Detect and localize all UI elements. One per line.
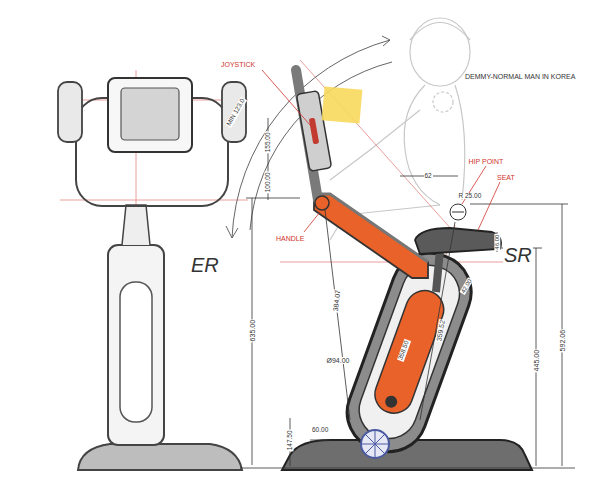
- side-view: [282, 70, 532, 470]
- view-mark: ER: [190, 255, 220, 276]
- dimension-text: Ø94.00: [326, 357, 351, 364]
- extension-line: [246, 198, 300, 199]
- construction-lines: [60, 60, 520, 470]
- part-callout: HANDLE: [275, 235, 305, 242]
- front-column: [108, 245, 164, 445]
- hip-point-circle: [450, 204, 466, 220]
- dummy-shoulder: [433, 92, 453, 112]
- joystick: [309, 118, 319, 145]
- sticky-note: [322, 86, 363, 123]
- dimension-text: 445.00: [533, 348, 540, 371]
- dimension-text: 147.50: [287, 429, 294, 451]
- wheel-spokes: [361, 430, 389, 458]
- front-base: [78, 444, 242, 470]
- front-console: [108, 78, 192, 152]
- dimension-text: 358.50: [397, 338, 411, 361]
- view-mark: SR: [503, 245, 533, 266]
- dimension-line: [325, 210, 350, 420]
- dimension-text: 42.00: [459, 277, 473, 295]
- dimension-text: R 25.00: [458, 193, 483, 200]
- dimension-text: 46.00: [494, 234, 500, 251]
- hip-point-cross: [452, 212, 464, 213]
- part-callout: SEAT: [496, 174, 516, 181]
- dimension-text: 359.52: [435, 318, 446, 342]
- handle-pivot: [315, 196, 329, 210]
- flywheel-cover: [370, 285, 449, 418]
- housing-panel: [351, 257, 467, 446]
- dimension-text: 384.07: [331, 288, 341, 312]
- seat-cushion: [415, 228, 501, 254]
- dimension-text: 635.00: [249, 318, 256, 341]
- dimension-text: 60.00: [311, 427, 329, 434]
- leader-line: [478, 182, 500, 230]
- front-grip: [58, 82, 82, 142]
- transport-wheel: [361, 430, 389, 458]
- leader-line: [304, 212, 320, 232]
- part-callout: JOYSTICK: [220, 61, 256, 68]
- dummy-figure: [330, 18, 470, 240]
- crank-hub: [383, 394, 398, 409]
- part-callout: HIP POINT: [468, 158, 505, 165]
- reach-arc: [250, 62, 392, 230]
- front-neck: [122, 205, 150, 245]
- arc-arrowhead: [382, 36, 390, 46]
- front-view: [58, 78, 246, 470]
- dummy-chest: [455, 85, 465, 200]
- frame-arm-highlight: [314, 194, 428, 262]
- front-grip: [222, 82, 246, 142]
- dimension-text: DEMMY-NORMAL MAN IN KOREA: [464, 73, 576, 80]
- frame-arm: [314, 194, 428, 278]
- leader-line: [262, 70, 310, 125]
- front-column-panel: [120, 282, 152, 422]
- dimension-text: 155.00: [265, 131, 272, 153]
- leader-lines: [262, 70, 500, 232]
- front-screen: [121, 88, 179, 140]
- dimension-line: [310, 440, 330, 441]
- dimension-text: MIN 123.0: [225, 96, 247, 127]
- seat-post: [436, 250, 440, 292]
- dummy-hair: [410, 23, 470, 41]
- reach-arc: [232, 40, 390, 238]
- arc-arrowhead: [226, 226, 238, 238]
- dummy-head: [410, 18, 470, 86]
- dimension-lines: [240, 118, 575, 468]
- extension-line: [470, 204, 568, 205]
- dimension-text: 100.00: [265, 171, 272, 193]
- ground-line: [240, 468, 575, 469]
- dimension-text: 592.06: [559, 328, 566, 351]
- dimension-text: 62: [424, 173, 433, 180]
- dimension-line: [420, 222, 455, 420]
- dummy-back: [404, 85, 440, 205]
